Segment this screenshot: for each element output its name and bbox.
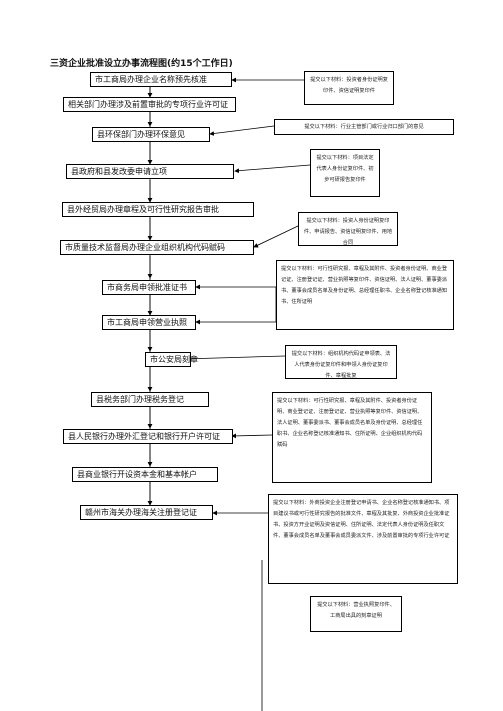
step-organization-code: 市质量技术监督局办理企业组织机构代码赋码 [60,240,254,255]
page-title: 三资企业批准设立办事流程图(约15个工作日) [50,59,233,69]
step-project-registration: 县政府和县发改委申请立项 [66,164,234,179]
step-customs-registration: 赣州市海关办理海关注册登记证 [80,505,213,520]
note-approval-certificate: 提交以下材料：可行性研究报、章程及其附件、投资者身份证明、商业登记证、注册登记证… [276,260,454,330]
step-name-approval: 市工商局办理企业名称预先核准 [90,72,232,87]
step-special-permit: 相关部门办理涉及前置审批的专项行业许可证 [63,97,236,112]
step-tax-registration: 县税务部门办理税务登记 [91,392,209,407]
step-forex-registration: 县人民银行办理外汇登记和银行开户许可证 [63,429,233,444]
note-organization-code: 提交以下材料：组织机构代码证申领表、法人代表身份证复印件和申领人身份证复印件、章… [285,345,397,379]
step-charter-approval: 县外经贸局办理章程及可行性研究报告审批 [62,202,254,217]
step-approval-certificate: 市商务局申领批准证书 [102,280,196,295]
note-name-approval: 提交以下材料：投资者身份证明复印件、资信证明复印件 [304,71,394,105]
note-customs-registration: 提交以下材料：外商投资企业注册登记申请书、企业名称登记核准通知书、项目建议书或可… [268,494,458,584]
step-business-license: 市工商局申领营业执照 [102,315,196,330]
note-project-registration: 提交以下材料：项目法定代表人身份证复印件、初步可研报告复印件 [310,149,380,197]
note-charter-approval: 提交以下材料：投资人身份证明复印件、申请报告、资信证明复印件、用地合同 [298,212,398,246]
note-seal-engraving: 提交以下材料：营业执照复印件、工商局出具的刻章证明 [310,596,402,632]
step-environmental-opinion: 县环保部门办理环保意见 [92,127,210,142]
note-special-permit: 提交以下材料：行业主管部门或行业归口部门的意见 [274,119,454,135]
step-seal-engraving: 市公安局刻章 [145,352,198,367]
note-tax-forex: 提交以下材料：可行性研究报、章程及其附件、投资者身份证明、商业登记证、注册登记证… [272,392,432,483]
step-capital-account: 县商业银行开设资本金和基本帐户 [72,467,218,482]
